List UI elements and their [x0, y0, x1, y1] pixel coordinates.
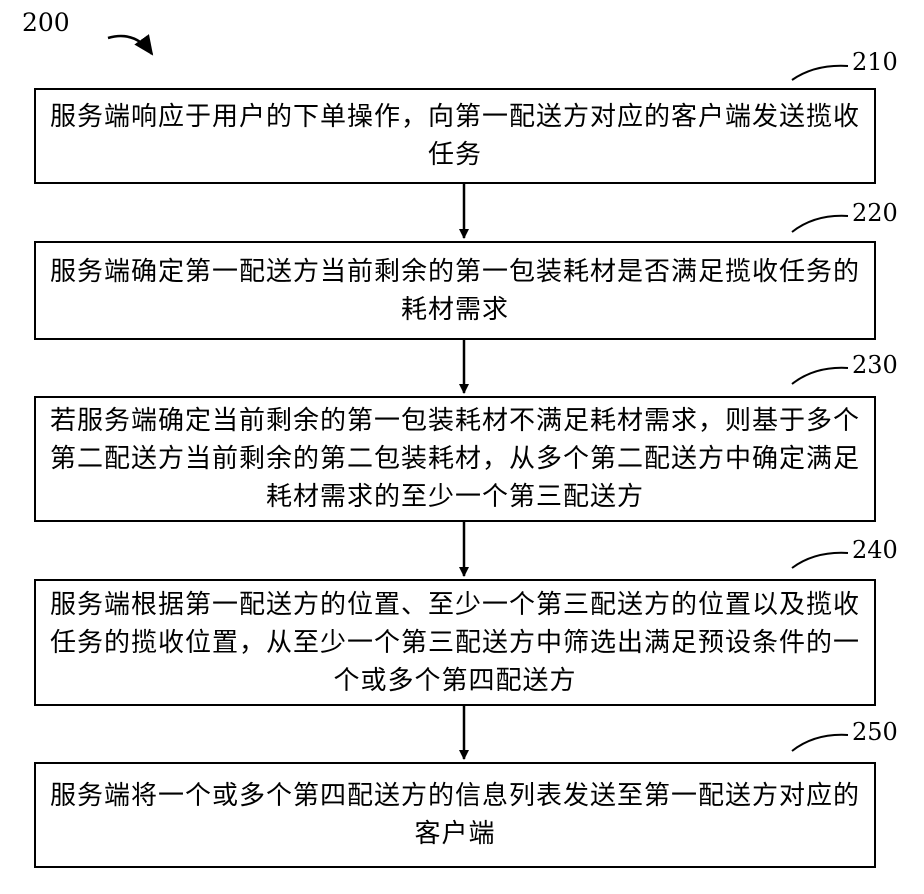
leader-line-240	[792, 553, 848, 568]
step-text-230: 若服务端确定当前剩余的第一包装耗材不满足耗材需求，则基于多个第二配送方当前剩余的…	[46, 402, 864, 516]
leader-line-250	[792, 735, 848, 751]
step-ref-250: 250	[852, 718, 898, 746]
step-ref-240: 240	[852, 536, 898, 564]
step-box-230: 若服务端确定当前剩余的第一包装耗材不满足耗材需求，则基于多个第二配送方当前剩余的…	[34, 396, 876, 522]
leader-line-210	[792, 66, 848, 80]
step-text-250: 服务端将一个或多个第四配送方的信息列表发送至第一配送方对应的客户端	[46, 777, 864, 853]
step-text-210: 服务端响应于用户的下单操作，向第一配送方对应的客户端发送揽收任务	[46, 98, 864, 174]
step-box-220: 服务端确定第一配送方当前剩余的第一包装耗材是否满足揽收任务的耗材需求	[34, 241, 876, 340]
figure-pointer-arrow	[108, 36, 152, 54]
step-text-240: 服务端根据第一配送方的位置、至少一个第三配送方的位置以及揽收任务的揽收位置，从至…	[46, 586, 864, 700]
step-ref-230: 230	[852, 351, 898, 379]
step-ref-210: 210	[852, 48, 898, 76]
leader-line-220	[792, 216, 848, 232]
step-text-220: 服务端确定第一配送方当前剩余的第一包装耗材是否满足揽收任务的耗材需求	[46, 253, 864, 329]
step-ref-220: 220	[852, 199, 898, 227]
step-box-250: 服务端将一个或多个第四配送方的信息列表发送至第一配送方对应的客户端	[34, 762, 876, 868]
leader-line-230	[792, 368, 848, 384]
step-box-210: 服务端响应于用户的下单操作，向第一配送方对应的客户端发送揽收任务	[34, 88, 876, 184]
step-box-240: 服务端根据第一配送方的位置、至少一个第三配送方的位置以及揽收任务的揽收位置，从至…	[34, 579, 876, 706]
